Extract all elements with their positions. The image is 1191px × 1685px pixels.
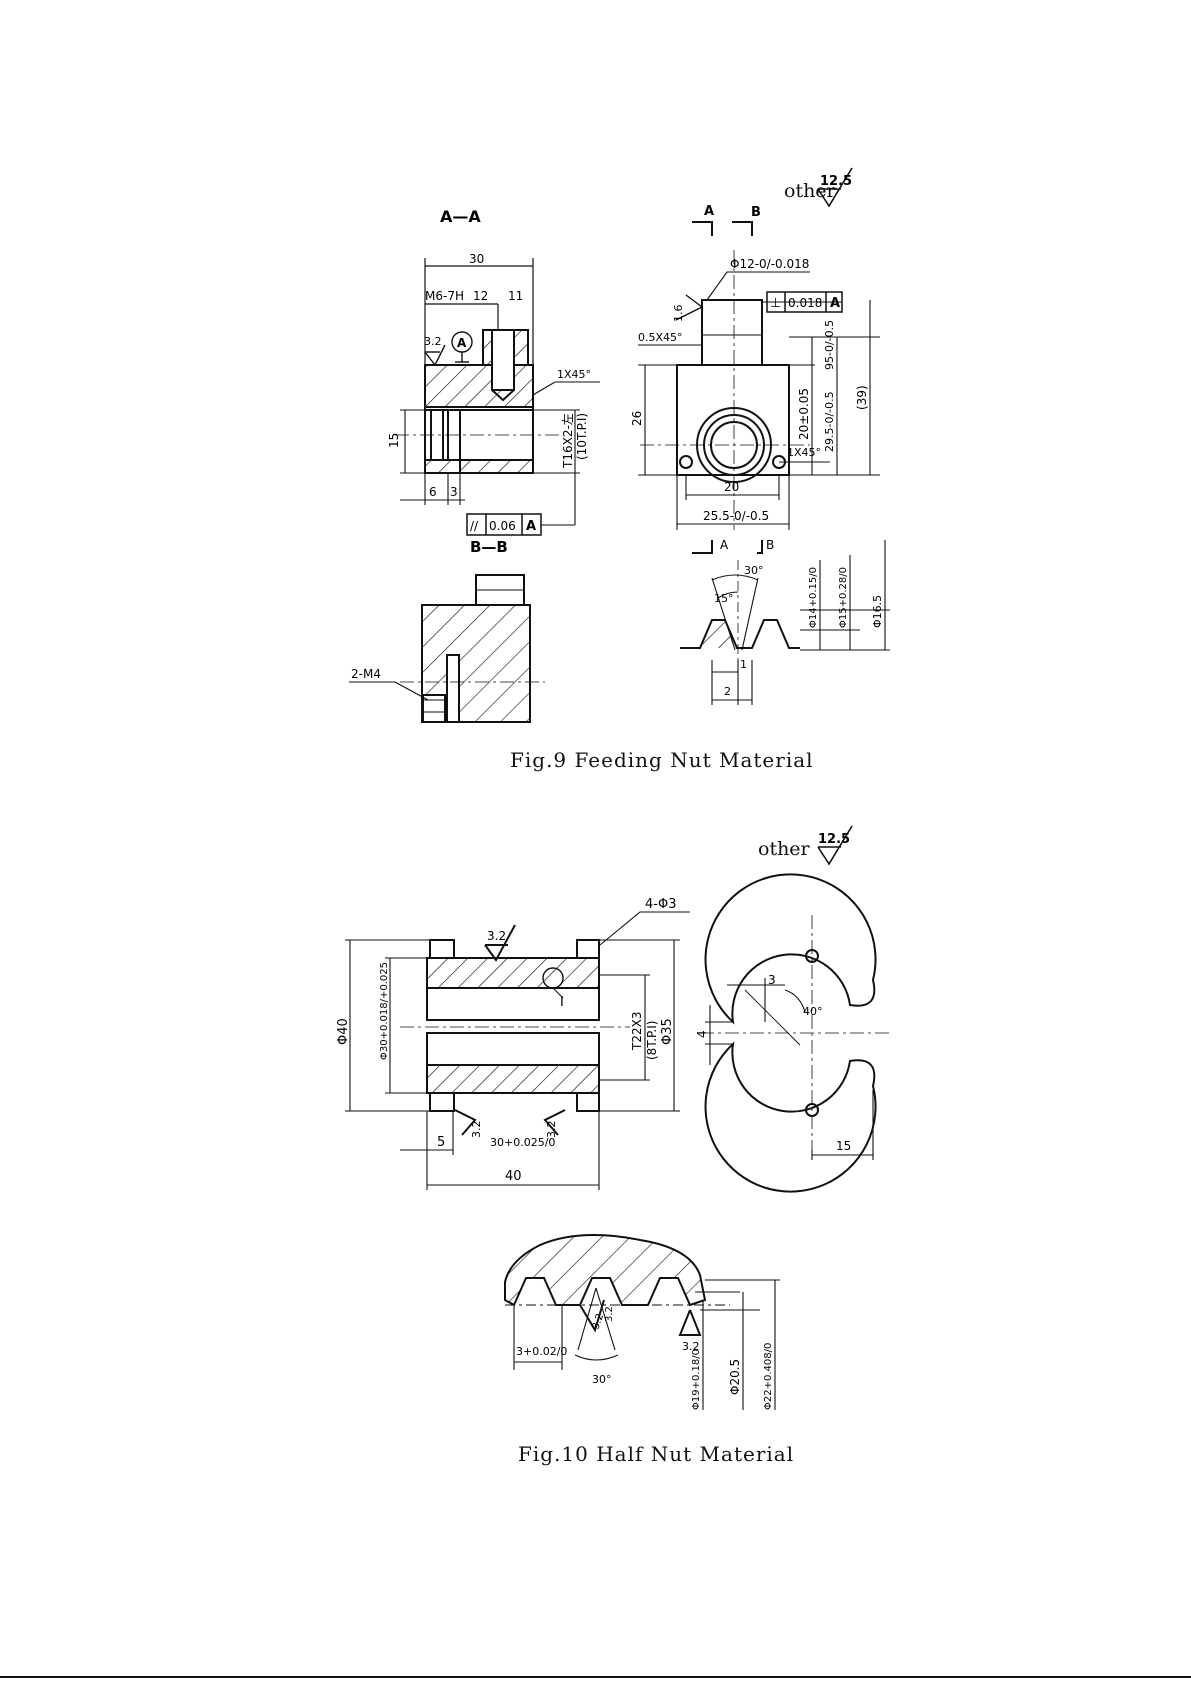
thread-detail-fig9 [680,540,890,705]
half-nut-end-view [700,873,890,1193]
dim-dia-14: Φ14+0.15/0 [808,567,819,628]
dim-dia-12: Φ12-0/-0.018 [730,257,809,271]
fig10-caption: Fig.10 Half Nut Material [518,1442,795,1466]
dim-dia-22: Φ22+0.408/0 [763,1343,774,1410]
fig10-roughness-value: 12.5 [818,832,850,847]
dim-rough-32-aa: 3.2 [424,335,442,348]
fig9-roughness-value: 12.5 [820,174,852,189]
dim-20: 20 [724,480,739,494]
dim-dia-40: Φ40 [336,1018,351,1045]
parallel-tolerance-frame [466,513,542,536]
dim-dia-165: Φ16.5 [871,595,884,628]
dim-dia-19: Φ19+0.18/0 [691,1349,702,1410]
section-marks-top [692,221,753,236]
dim-rough-32-b: 3.2 [545,1121,558,1139]
dim-thread-m6: M6-7H [425,289,464,303]
dim-30-025: 30+0.025/0 [490,1136,555,1149]
fig9-drawing: 12.5 A—A A B [349,167,890,723]
dim-pitch-2: 2 [724,685,731,698]
dim-3: 3 [450,485,458,499]
section-bb-view [349,574,545,723]
dim-thread-t22: T22X3 [630,1012,644,1051]
perp-tolerance-frame [766,291,843,313]
perp-tol-symbol: ⊥ [770,296,781,311]
dim-rough-32-e: 3.2 [682,1340,700,1353]
dim-width-30: 30 [469,252,484,266]
dim-2-m4: 2-M4 [351,667,381,681]
dim-pitch-1: 1 [740,658,747,671]
dim-dia-35: Φ35 [660,1018,675,1045]
dim-angle-30-f9: 30° [744,564,764,577]
parallel-tol-value: 0.06 [489,519,516,533]
dim-4: 4 [695,1030,709,1038]
fig9-roughness-note: other [784,180,836,202]
dim-295: 29.5-0/-0.5 [823,391,836,452]
dim-255: 25.5-0/-0.5 [703,509,769,523]
dim-15: 15 [836,1139,851,1153]
dim-bore-15: 15 [387,433,401,448]
dim-rough-32-d: 3.2 [604,1306,615,1322]
dim-40: 40 [505,1169,522,1184]
datum-a-label: A [457,336,467,350]
roughness-16-front [675,294,704,321]
dim-rough-16: 1.6 [672,305,685,323]
section-mark-b-top: B [751,205,761,220]
fig9-caption: Fig.9 Feeding Nut Material [510,748,814,772]
dim-39: (39) [855,385,869,410]
parallel-tol-symbol: // [470,519,479,533]
dim-depth-12: 12 [473,289,488,303]
dim-26: 26 [630,411,644,426]
dim-angle-30-f10: 30° [592,1373,612,1386]
thread-detail-fig10 [504,1234,780,1410]
parallel-tol-ref: A [526,519,536,534]
dim-dia-205: Φ20.5 [728,1359,742,1395]
dim-angle-15-f9: 15° [714,592,734,605]
dim-3-end: 3 [768,973,776,987]
dim-rough-32-a: 3.2 [470,1121,483,1139]
dim-depth-11: 11 [508,289,523,303]
section-mark-a-bottom: A [720,538,729,552]
dim-4-phi3: 4-Φ3 [645,897,676,912]
section-aa-view [395,258,600,526]
detail-i-label: I [560,995,564,1010]
page-bottom-rule [0,1676,1191,1678]
dim-5: 5 [437,1135,445,1150]
dim-rough-32-top: 3.2 [487,929,506,943]
perp-tol-ref: A [830,296,840,311]
dim-95: 95-0/-0.5 [823,320,836,370]
dim-thread-8tpi: (8T.P.I) [645,1021,659,1060]
view-aa-label: A—A [440,207,481,226]
perp-tol-value: 0.018 [788,296,822,310]
fig9-roughness-symbol [817,167,853,208]
dim-thread-t16: T16X2-左 [560,413,575,469]
section-mark-b-bottom: B [766,538,774,552]
view-bb-label: B—B [470,538,508,556]
dim-thread-tpi: (10T.P.I) [575,413,589,460]
dim-6: 6 [429,485,437,499]
front-view [638,250,880,554]
dim-dia-30: Φ30+0.018/+0.025 [379,962,390,1060]
dim-20-tol: 20±0.05 [797,388,811,440]
dim-3-02: 3+0.02/0 [516,1345,567,1358]
dim-chamfer-1x45-right: 1X45° [787,446,821,459]
fig10-roughness-symbol [817,825,853,866]
dim-rough-32-c: 3.2 [590,1312,606,1331]
dim-angle-40: 40° [803,1005,823,1018]
section-mark-a-top: A [704,204,714,219]
fig10-drawing: 12.5 [336,825,890,1410]
dim-dia-15: Φ15+0.28/0 [838,567,849,628]
dim-chamfer-1x45-left: 1X45° [557,368,591,381]
roughness-32-aa [424,331,473,367]
dim-chamfer-05: 0.5X45° [638,331,683,344]
fig10-roughness-note: other [758,838,810,860]
half-nut-section-view [345,911,690,1190]
